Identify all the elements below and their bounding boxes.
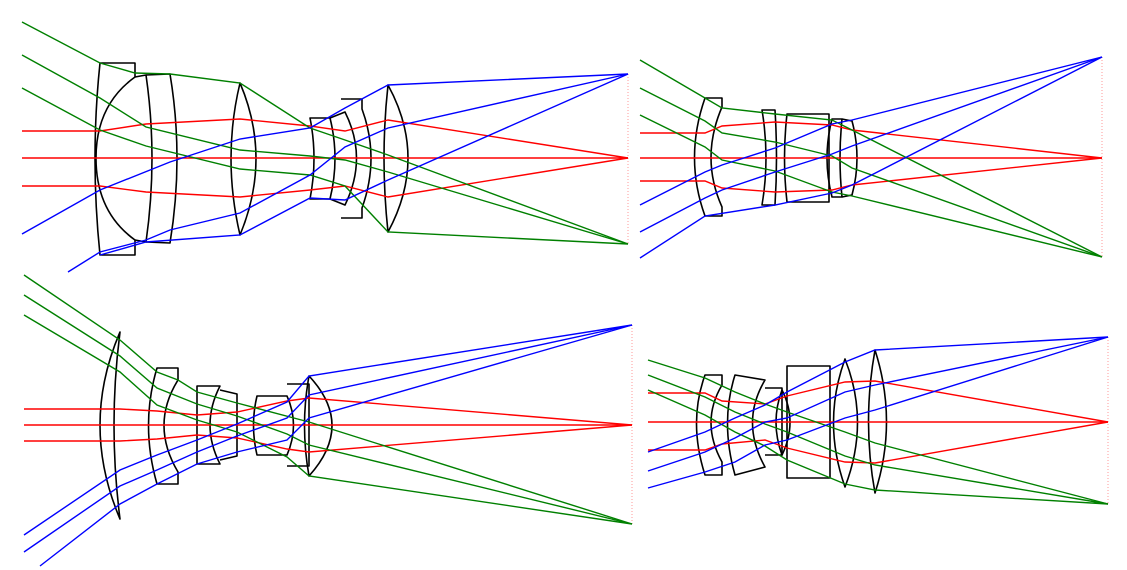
lens-element bbox=[99, 331, 121, 520]
ray bbox=[22, 118, 629, 159]
ray bbox=[639, 87, 1103, 258]
ray bbox=[21, 87, 629, 245]
lens-element bbox=[147, 367, 179, 485]
ray bbox=[24, 397, 633, 426]
ray bbox=[639, 114, 1103, 258]
lens-element bbox=[695, 374, 723, 476]
lens-element bbox=[867, 349, 888, 494]
ray bbox=[639, 56, 1103, 259]
full-field-ray-bundle bbox=[639, 56, 1103, 259]
lens-element bbox=[783, 113, 830, 203]
ray bbox=[647, 336, 1109, 472]
axial-ray-bundle bbox=[640, 121, 1103, 193]
full-field-ray-bundle bbox=[23, 324, 633, 567]
ray bbox=[648, 421, 1109, 464]
ray bbox=[639, 56, 1103, 233]
lens-element bbox=[252, 395, 295, 456]
lens-layout-top-right bbox=[639, 56, 1103, 259]
ray bbox=[67, 73, 629, 273]
mid-field-ray-bundle bbox=[639, 59, 1103, 258]
mid-field-ray-bundle bbox=[21, 21, 629, 245]
ray bbox=[639, 56, 1103, 206]
ray bbox=[639, 59, 1103, 258]
ray bbox=[21, 54, 629, 245]
ray bbox=[23, 324, 633, 553]
mid-field-ray-bundle bbox=[23, 274, 633, 525]
ray bbox=[99, 73, 629, 256]
ray bbox=[23, 294, 633, 525]
lens-element bbox=[832, 358, 859, 488]
lens-group bbox=[94, 62, 409, 256]
ray bbox=[21, 73, 629, 235]
full-field-ray-bundle bbox=[647, 336, 1109, 489]
ray bbox=[24, 424, 633, 453]
lens-layout-top-left bbox=[21, 21, 629, 273]
ray bbox=[23, 314, 633, 525]
mid-field-ray-bundle bbox=[647, 359, 1109, 505]
ray bbox=[647, 374, 1109, 505]
lens-element bbox=[726, 374, 766, 476]
ray bbox=[647, 359, 1109, 505]
ray bbox=[23, 274, 633, 525]
lens-element bbox=[94, 62, 136, 256]
ray bbox=[23, 324, 633, 536]
lens-element bbox=[230, 82, 257, 236]
ray bbox=[647, 389, 1109, 505]
ray bbox=[647, 336, 1109, 453]
lens-layout-bottom-right bbox=[647, 336, 1109, 505]
lens-element bbox=[693, 97, 723, 217]
ray bbox=[647, 336, 1109, 489]
ray bbox=[21, 21, 629, 245]
ray bbox=[648, 380, 1109, 423]
ray bbox=[39, 324, 633, 567]
lens-layout-bottom-left bbox=[23, 274, 633, 567]
full-field-ray-bundle bbox=[21, 73, 629, 273]
lens-element bbox=[196, 385, 221, 465]
